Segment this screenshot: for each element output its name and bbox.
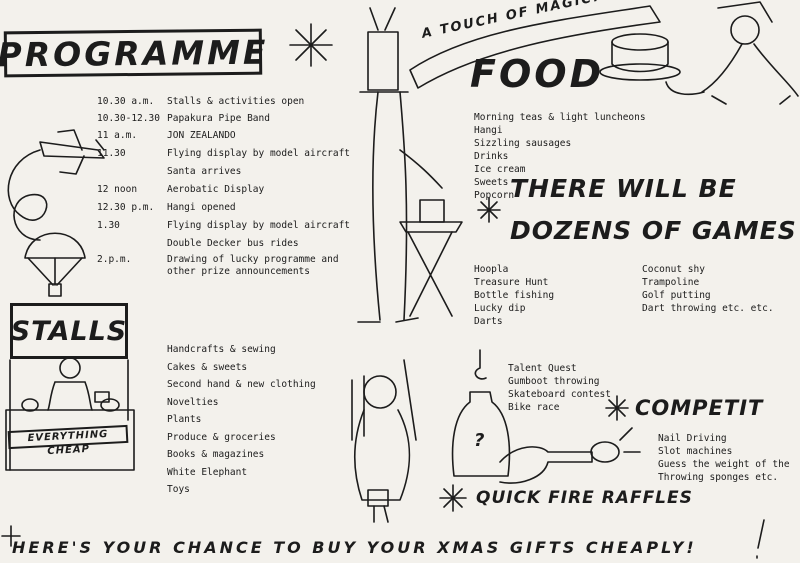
sparkle-icon <box>605 395 629 421</box>
stalls-sign: STALLS <box>10 303 128 359</box>
list-item: White Elephant <box>167 466 248 478</box>
list-item: Throwing sponges etc. <box>658 472 779 483</box>
list-item: Morning teas & light luncheons <box>474 112 646 123</box>
games-title-line1: THERE WILL BE <box>510 174 737 203</box>
stalls-title: STALLS <box>10 315 128 347</box>
bottle-fishing-illustration <box>451 349 511 477</box>
food-title: FOOD <box>470 52 605 96</box>
list-item: Lucky dip <box>474 303 526 314</box>
list-item: Toys <box>167 484 190 495</box>
magic-table <box>399 199 463 317</box>
list-item: Cakes & sweets <box>167 361 248 373</box>
list-item: Talent Quest <box>508 363 577 374</box>
programme-title: PROGRAMME <box>0 32 269 74</box>
list-item: Trampoline <box>642 277 700 288</box>
list-item: Skateboard contest <box>508 389 611 400</box>
stall-booth <box>5 357 135 471</box>
programme-banner: PROGRAMME <box>0 28 269 78</box>
list-item: Sizzling sausages <box>474 138 572 149</box>
list-item: Plants <box>167 414 202 425</box>
list-item: Ice cream <box>474 164 526 175</box>
sparkle-icon <box>477 197 501 223</box>
hand-with-gun-illustration <box>499 427 641 484</box>
smoke-trail <box>7 149 48 241</box>
stalls-list: Handcrafts & sewing Cakes & sweets Secon… <box>167 341 316 499</box>
raffles-title: QUICK FIRE RAFFLES <box>476 488 693 508</box>
list-item: Hoopla <box>474 264 509 275</box>
sparkle-icon <box>1 525 21 547</box>
exclamation-mark <box>756 519 765 559</box>
food-list: Morning teas & light luncheons Hangi Siz… <box>474 111 646 202</box>
games-extra-list: Talent Quest Gumboot throwing Skateboard… <box>508 362 611 414</box>
games-title: THERE WILL BE DOZENS OF GAMES <box>510 174 797 246</box>
cake-icon <box>599 33 681 81</box>
list-item: Popcorn <box>474 190 515 201</box>
list-item: Darts <box>474 316 503 327</box>
games-list-col1: Hoopla Treasure Hunt Bottle fishing Luck… <box>474 263 554 328</box>
bagpiper-figure <box>351 359 417 523</box>
competitions-list: Nail Driving Slot machines Guess the wei… <box>658 432 790 484</box>
list-item: Books & magazines <box>167 449 265 460</box>
running-chef-figure <box>665 1 799 105</box>
bottle-question-mark: ? <box>474 430 486 451</box>
footer-slogan: HERE'S YOUR CHANCE TO BUY YOUR XMAS GIFT… <box>12 538 697 557</box>
list-item: Gumboot throwing <box>508 376 600 387</box>
model-aircraft-icon <box>39 129 105 175</box>
list-item: Produce & groceries <box>167 431 276 443</box>
list-item: Handcrafts & sewing <box>167 344 276 355</box>
list-item: Slot machines <box>658 446 733 457</box>
list-item: Nail Driving <box>658 433 727 444</box>
list-item: Sweets <box>474 177 509 188</box>
list-item: Bottle fishing <box>474 290 555 301</box>
list-item: Novelties <box>167 396 219 408</box>
list-item: Drinks <box>474 151 509 162</box>
list-item: Hangi <box>474 125 503 136</box>
magician-figure <box>357 7 443 323</box>
parachute-icon <box>24 232 86 297</box>
magic-ribbon <box>409 5 661 89</box>
sparkle-icon <box>439 484 467 512</box>
list-item: Treasure Hunt <box>474 277 549 288</box>
games-list-col2: Coconut shy Trampoline Golf putting Dart… <box>642 263 774 315</box>
sparkle-icon <box>289 23 333 67</box>
games-title-line2: DOZENS OF GAMES <box>510 216 797 245</box>
list-item: Dart throwing etc. etc. <box>642 303 774 314</box>
list-item: Bike race <box>508 402 560 413</box>
list-item: Second hand & new clothing <box>167 379 316 390</box>
list-item: Coconut shy <box>642 264 705 275</box>
list-item: Golf putting <box>642 290 711 301</box>
competitions-title: COMPETIT <box>635 396 764 420</box>
list-item: Guess the weight of the <box>658 459 790 470</box>
